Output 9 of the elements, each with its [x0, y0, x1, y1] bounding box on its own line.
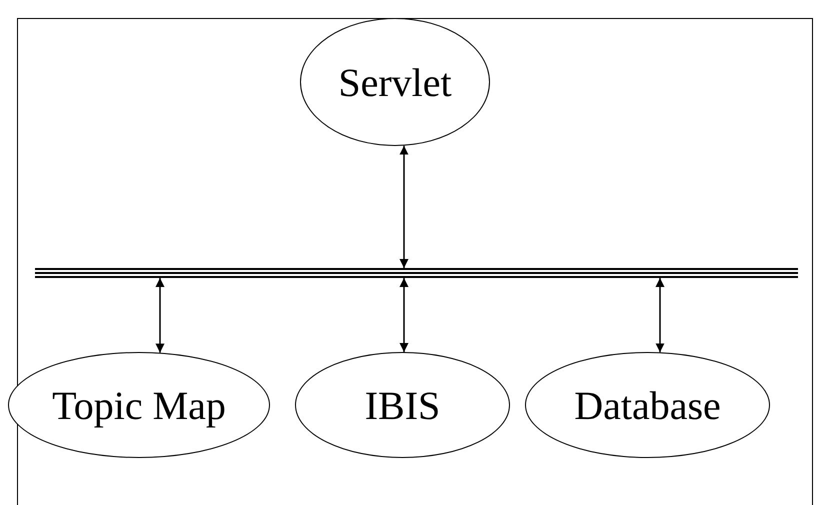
double-arrow: [400, 146, 408, 268]
bus-line: [35, 268, 798, 278]
node-label: IBIS: [364, 382, 440, 428]
node-label: Topic Map: [52, 382, 226, 428]
double-arrow: [656, 278, 664, 352]
double-arrow: [400, 278, 408, 352]
node-label: Database: [574, 382, 721, 428]
double-arrow: [156, 278, 164, 353]
node-label: Servlet: [338, 58, 452, 106]
